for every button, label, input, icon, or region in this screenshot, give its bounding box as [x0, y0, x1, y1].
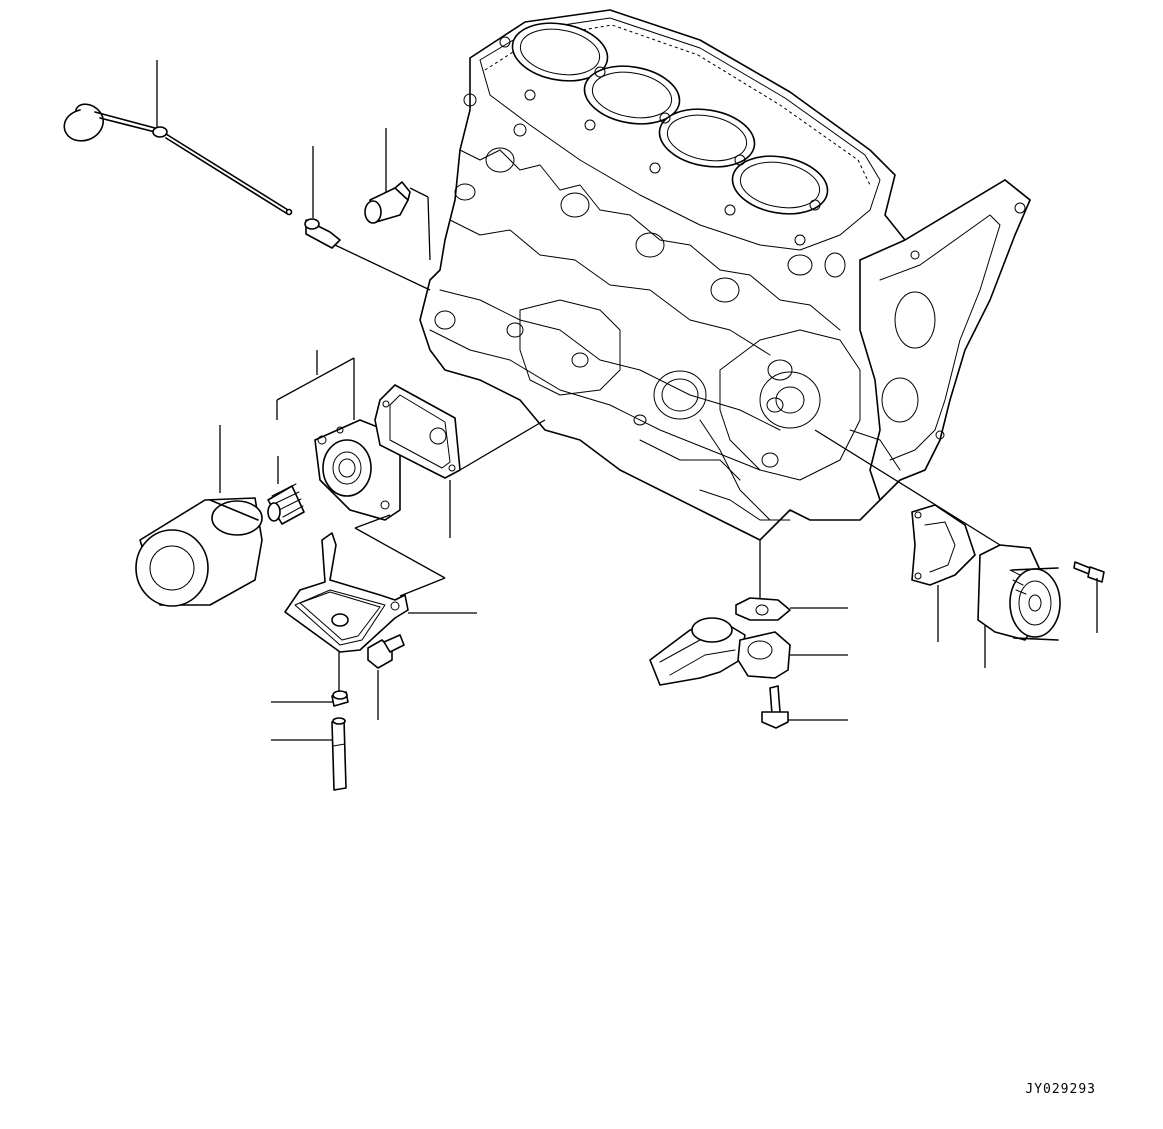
oil-pressure-switch	[364, 181, 411, 224]
filter-head-gasket	[374, 384, 461, 479]
spacer-block	[737, 631, 791, 679]
pump-bolt	[1073, 561, 1105, 583]
oil-pump	[977, 544, 1061, 641]
oil-pump-gasket	[911, 504, 976, 586]
bracket-bolt	[367, 634, 405, 669]
oil-filter	[135, 497, 263, 607]
cylinder-bore-4	[731, 155, 829, 215]
oil-strainer	[649, 617, 746, 686]
cylinder-bore-3	[658, 108, 756, 168]
cylinder-bore-2	[583, 65, 681, 125]
dipstick	[63, 103, 293, 216]
small-cap	[331, 690, 349, 707]
strainer-bracket	[284, 532, 409, 653]
dipstick-guide-sleeve	[304, 218, 341, 249]
cylinder-bore-1	[511, 22, 609, 82]
leader-lines	[156, 60, 1098, 741]
strainer-gasket	[735, 597, 791, 621]
oil-filter-head	[314, 419, 401, 521]
dowel-pin	[331, 717, 347, 791]
figure-code: JY029293	[1025, 1082, 1096, 1097]
engine-block	[419, 9, 1031, 541]
threaded-nipple	[267, 483, 305, 525]
flange-bolt	[761, 685, 789, 729]
